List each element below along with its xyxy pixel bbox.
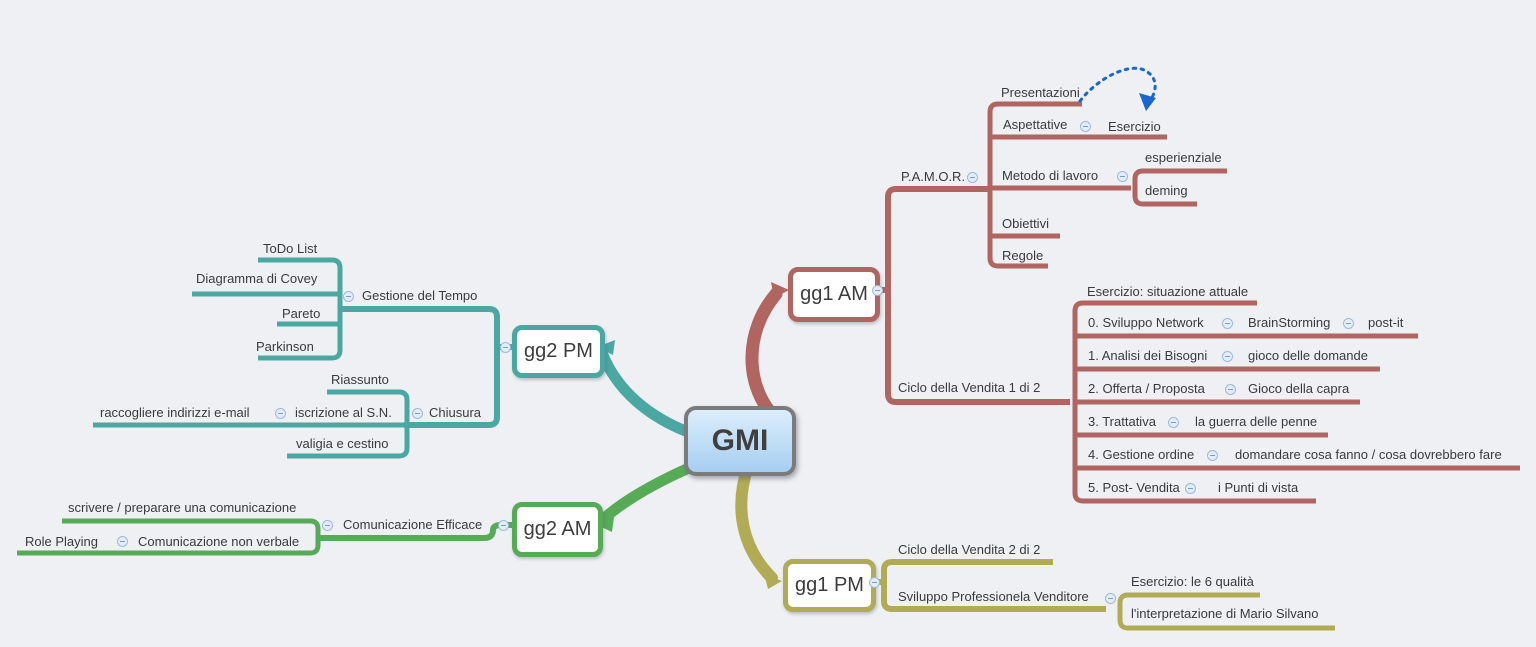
topic-guerra-delle-penne[interactable]: la guerra delle penne xyxy=(1195,414,1318,429)
topic-gioco-delle-domande[interactable]: gioco delle domande xyxy=(1248,348,1368,363)
arrowhead-gg1-pm xyxy=(764,574,782,589)
curve-gg1-pm xyxy=(735,460,778,584)
topic-esercizio-situazione-attuale[interactable]: Esercizio: situazione attuale xyxy=(1087,284,1249,299)
topic-sviluppo-network[interactable]: 0. Sviluppo Network xyxy=(1088,315,1204,330)
topic-gioco-della-capra[interactable]: Gioco della capra xyxy=(1248,381,1350,396)
collapse-minus-icon-sviluppo-network[interactable] xyxy=(1221,317,1233,329)
main-topic-gg1-pm[interactable]: gg1 PM xyxy=(783,559,876,612)
collapse-minus-icon-brainstorming[interactable] xyxy=(1342,317,1354,329)
topic-role-playing[interactable]: Role Playing xyxy=(25,534,98,549)
curve-gg2-pm xyxy=(595,344,694,438)
topic-chiusura[interactable]: Chiusura xyxy=(429,405,482,420)
main-topic-label: gg1 AM xyxy=(800,283,868,305)
topic-punti-di-vista[interactable]: i Punti di vista xyxy=(1218,480,1299,495)
topic-post-vendita[interactable]: 5. Post- Vendita xyxy=(1088,480,1180,495)
topic-gestione-del-tempo[interactable]: Gestione del Tempo xyxy=(362,288,478,303)
collapse-minus-icon-aspettative[interactable] xyxy=(1079,120,1091,132)
topic-post-it[interactable]: post-it xyxy=(1368,315,1404,330)
topic-interpretazione-mario-silvano[interactable]: l'interpretazione di Mario Silvano xyxy=(1131,606,1319,621)
topic-comunicazione-non-verbale[interactable]: Comunicazione non verbale xyxy=(138,534,300,549)
topic-sviluppo-professionela[interactable]: Sviluppo Professionela Venditore xyxy=(898,589,1089,604)
curve-gg1-am xyxy=(745,287,783,419)
topic-deming[interactable]: deming xyxy=(1145,183,1188,198)
collapse-minus-icon-comunicazione-non-verbale[interactable] xyxy=(116,535,128,547)
arrowhead-gg2-am xyxy=(597,517,614,532)
collapse-minus-icon-gestione-del-tempo[interactable] xyxy=(342,290,354,302)
collapse-minus-icon-analisi-bisogni[interactable] xyxy=(1221,350,1233,362)
collapse-minus-icon-gg2-pm[interactable] xyxy=(499,341,511,353)
topic-valigia-e-cestino[interactable]: valigia e cestino xyxy=(296,436,389,451)
main-topic-gg2-pm[interactable]: gg2 PM xyxy=(512,325,605,378)
main-topic-label: gg1 PM xyxy=(795,574,864,596)
collapse-minus-icon-gg1-pm[interactable] xyxy=(868,576,880,588)
collapse-minus-icon-metodo-di-lavoro[interactable] xyxy=(1116,170,1128,182)
main-topic-label: gg2 AM xyxy=(523,518,592,540)
relationship-arrowhead xyxy=(1139,93,1156,111)
collapse-minus-icon-comunicazione-efficace[interactable] xyxy=(321,519,333,531)
topic-scrivere-preparare[interactable]: scrivere / preparare una comunicazione xyxy=(68,500,297,515)
collapse-minus-icon-gg1-am[interactable] xyxy=(871,284,883,296)
topic-esperienziale[interactable]: esperienziale xyxy=(1145,150,1222,165)
main-topic-label: gg2 PM xyxy=(524,340,593,362)
collapse-minus-icon-trattativa[interactable] xyxy=(1167,416,1179,428)
collapse-minus-icon-offerta-proposta[interactable] xyxy=(1224,383,1236,395)
topic-ciclo-vendita-1[interactable]: Ciclo della Vendita 1 di 2 xyxy=(898,380,1041,395)
topic-gestione-ordine[interactable]: 4. Gestione ordine xyxy=(1088,447,1195,462)
curve-gg2-am xyxy=(595,458,704,527)
collapse-minus-icon-chiusura[interactable] xyxy=(411,407,423,419)
topic-trattativa[interactable]: 3. Trattativa xyxy=(1088,414,1156,429)
topic-riassunto[interactable]: Riassunto xyxy=(331,372,389,387)
topic-parkinson[interactable]: Parkinson xyxy=(256,339,314,354)
topic-raccogliere-indirizzi[interactable]: raccogliere indirizzi e-mail xyxy=(100,405,250,420)
root-topic-gmi[interactable]: GMI xyxy=(684,406,796,476)
topic-ciclo-vendita-2[interactable]: Ciclo della Vendita 2 di 2 xyxy=(898,542,1041,557)
main-topic-gg1-am[interactable]: gg1 AM xyxy=(788,267,880,322)
topic-analisi-bisogni[interactable]: 1. Analisi dei Bisogni xyxy=(1088,348,1208,363)
topic-esercizio[interactable]: Esercizio xyxy=(1108,119,1161,134)
topic-iscrizione-sn[interactable]: iscrizione al S.N. xyxy=(295,405,392,420)
topic-pareto[interactable]: Pareto xyxy=(282,306,321,321)
root-topic-label: GMI xyxy=(711,424,769,457)
branch-lines-gg1-am xyxy=(868,101,1520,504)
main-topic-gg2-am[interactable]: gg2 AM xyxy=(512,502,603,557)
relationship-arrow xyxy=(1078,66,1157,111)
topic-todo-list[interactable]: ToDo List xyxy=(263,241,318,256)
topic-offerta-proposta[interactable]: 2. Offerta / Proposta xyxy=(1088,381,1205,396)
arrowhead-gg2-pm xyxy=(597,340,615,355)
topic-pamor[interactable]: P.A.M.O.R. xyxy=(901,169,966,184)
topic-brainstorming[interactable]: BrainStorming xyxy=(1248,315,1331,330)
topic-presentazioni[interactable]: Presentazioni xyxy=(1001,85,1080,100)
collapse-minus-icon-pamor[interactable] xyxy=(966,171,978,183)
topic-obiettivi[interactable]: Obiettivi xyxy=(1002,216,1049,231)
collapse-minus-icon-gestione-ordine[interactable] xyxy=(1206,449,1218,461)
topic-comunicazione-efficace[interactable]: Comunicazione Efficace xyxy=(343,517,483,532)
topic-domandare-cosa-fanno[interactable]: domandare cosa fanno / cosa dovrebbero f… xyxy=(1235,447,1502,462)
topic-metodo-di-lavoro[interactable]: Metodo di lavoro xyxy=(1002,168,1099,183)
collapse-minus-icon-sviluppo-professionela[interactable] xyxy=(1104,592,1116,604)
topic-aspettative[interactable]: Aspettative xyxy=(1003,117,1068,132)
topic-esercizio-6-qualita[interactable]: Esercizio: le 6 qualità xyxy=(1131,574,1254,589)
collapse-minus-icon-gg2-am[interactable] xyxy=(497,519,509,531)
arrowhead-gg1-am xyxy=(771,282,789,298)
topic-diagramma-di-covey[interactable]: Diagramma di Covey xyxy=(196,271,318,286)
topic-regole[interactable]: Regole xyxy=(1002,248,1044,263)
collapse-minus-icon-iscrizione-sn[interactable] xyxy=(274,407,286,419)
collapse-minus-icon-post-vendita[interactable] xyxy=(1184,482,1196,494)
